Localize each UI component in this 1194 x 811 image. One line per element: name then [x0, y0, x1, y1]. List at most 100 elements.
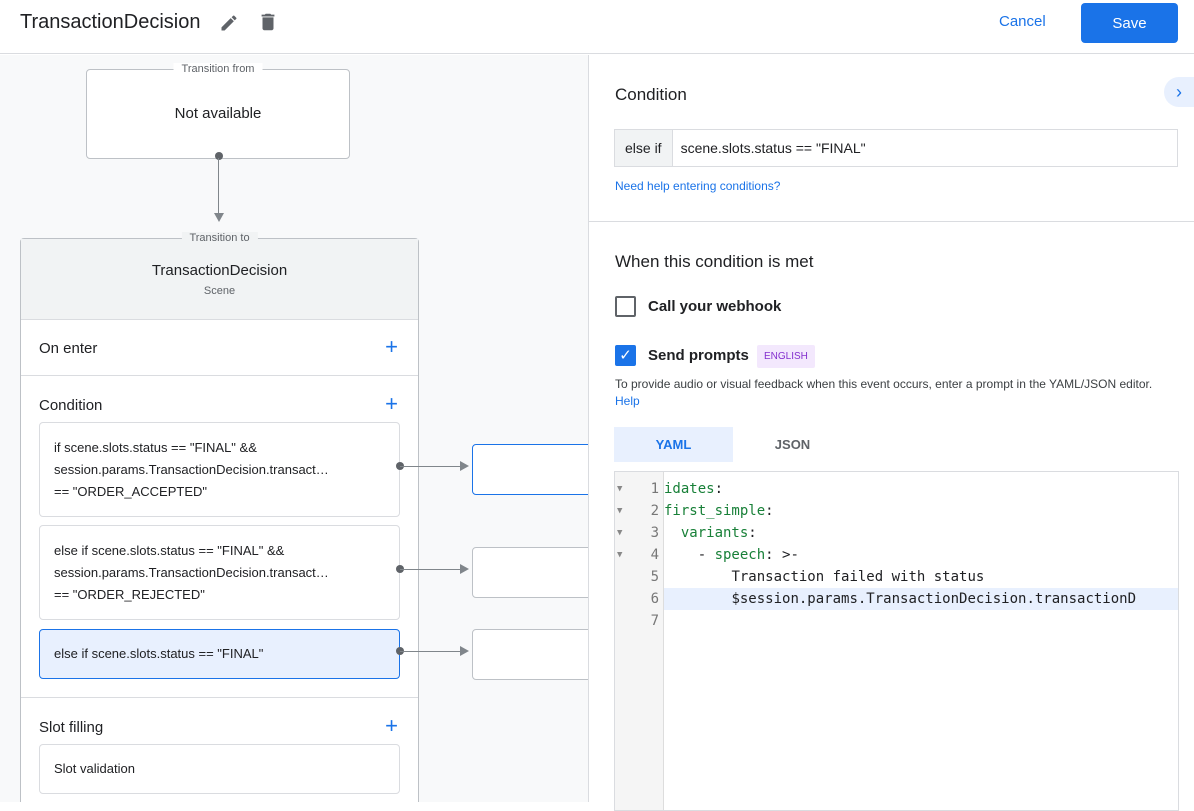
transition-from-value: Not available [174, 105, 262, 122]
scene-name: TransactionDecision [151, 262, 288, 279]
edit-icon[interactable] [219, 13, 239, 33]
line-number: 4 [650, 547, 659, 563]
condition-text: if scene.slots.status == "FINAL" && [54, 439, 257, 455]
fold-arrow-icon[interactable]: ▼ [617, 528, 623, 538]
condition-text: else if scene.slots.status == "FINAL" [54, 646, 264, 661]
arrow-head [460, 461, 469, 471]
on-enter-label: On enter [39, 340, 98, 357]
line-number: 6 [650, 591, 659, 607]
prompts-checkbox[interactable]: ✓ [615, 345, 636, 366]
code-line: ▼ 4 - speech: >- [615, 544, 1178, 566]
help-link[interactable]: Need help entering conditions? [615, 179, 781, 193]
condition-title: Condition [615, 85, 687, 104]
tab-yaml[interactable]: YAML [614, 427, 733, 462]
scene-type: Scene [203, 285, 236, 297]
connector-line [400, 466, 462, 467]
transition-from-card: Transition from Not available [86, 63, 350, 159]
flow-canvas: Transition from Not available Transition… [0, 55, 588, 802]
panel-divider [588, 55, 589, 802]
tab-json[interactable]: JSON [774, 437, 811, 452]
cancel-button[interactable]: Cancel [999, 13, 1046, 30]
prompt-help-link[interactable]: Help [615, 394, 640, 408]
code-key: variants [680, 525, 749, 541]
met-title: When this condition is met [615, 252, 814, 271]
condition-text: session.params.TransactionDecision.trans… [54, 564, 329, 580]
scene-header: Transition to TransactionDecision Scene [21, 232, 418, 320]
condition-item-selected[interactable]: else if scene.slots.status == "FINAL" [39, 629, 400, 679]
prompt-description: To provide audio or visual feedback when… [615, 376, 1175, 410]
connector-line [400, 569, 462, 570]
code-line: ▼ 3 variants: [615, 522, 1178, 544]
condition-panel: › Condition else if scene.slots.status =… [589, 55, 1194, 811]
condition-text: == "ORDER_ACCEPTED" [54, 483, 207, 499]
divider [21, 697, 418, 698]
webhook-checkbox[interactable] [615, 296, 636, 317]
code-line: 6 $session.params.TransactionDecision.tr… [615, 588, 1178, 610]
code-line: 5 Transaction failed with status [615, 566, 1178, 588]
line-number: 5 [650, 569, 659, 585]
language-badge: ENGLISH [757, 345, 815, 368]
arrow-head [214, 213, 224, 222]
connector-line [400, 651, 462, 652]
arrow-head [460, 646, 469, 656]
code-line: 7 [615, 610, 1178, 632]
condition-text: session.params.TransactionDecision.trans… [54, 461, 329, 477]
code-indent: - [664, 547, 715, 563]
code-indent [664, 525, 681, 541]
scene-card: Transition to TransactionDecision Scene … [20, 232, 419, 802]
add-condition-icon[interactable]: + [385, 391, 398, 416]
delete-icon[interactable] [257, 11, 279, 33]
transition-from-legend: Transition from [173, 63, 263, 75]
scene-title: TransactionDecision [20, 11, 201, 33]
save-button[interactable]: Save [1081, 3, 1178, 43]
condition-prefix: else if [615, 130, 673, 166]
fold-arrow-icon[interactable]: ▼ [617, 506, 623, 516]
condition-label: Condition [39, 397, 103, 414]
fold-arrow-icon[interactable]: ▼ [617, 550, 623, 560]
header: TransactionDecision Cancel Save [0, 0, 1194, 54]
slot-filling-label: Slot filling [39, 719, 104, 736]
line-number: 7 [650, 613, 659, 629]
slot-validation-item[interactable]: Slot validation [39, 744, 400, 794]
prompt-desc-text: To provide audio or visual feedback when… [615, 377, 1153, 391]
code-line: ▼ 2 first_simple: [615, 500, 1178, 522]
editor-gutter [615, 472, 664, 810]
collapse-panel-icon[interactable]: › [1164, 77, 1194, 107]
connector-dot [215, 152, 223, 160]
code-key: idates [664, 481, 715, 497]
code-key: first_simple [664, 503, 766, 519]
add-on-enter-icon[interactable]: + [385, 334, 398, 359]
transition-target[interactable] [472, 629, 588, 680]
code-punct: : >- [765, 547, 799, 563]
line-number: 1 [650, 481, 659, 497]
prompts-label: Send prompts [648, 347, 749, 364]
condition-item[interactable]: if scene.slots.status == "FINAL" && sessi… [39, 422, 400, 517]
code-text: Transaction failed with status [731, 569, 985, 585]
transition-target[interactable] [472, 444, 588, 495]
code-text: $session.params.TransactionDecision.tran… [731, 591, 1137, 607]
code-indent [664, 569, 731, 585]
connector-line [218, 158, 219, 214]
webhook-label: Call your webhook [648, 298, 782, 315]
transition-to-legend: Transition to [181, 232, 258, 244]
line-number: 2 [650, 503, 659, 519]
condition-item[interactable]: else if scene.slots.status == "FINAL" &&… [39, 525, 400, 620]
fold-arrow-icon[interactable]: ▼ [617, 484, 623, 494]
code-key: speech [714, 547, 766, 563]
line-number: 3 [650, 525, 659, 541]
slot-validation-text: Slot validation [54, 761, 135, 776]
condition-value[interactable]: scene.slots.status == "FINAL" [680, 140, 866, 156]
code-punct: : [748, 525, 757, 541]
add-slot-icon[interactable]: + [385, 713, 398, 738]
divider [21, 375, 418, 376]
divider [589, 221, 1194, 222]
condition-text: == "ORDER_REJECTED" [54, 586, 205, 602]
transition-target[interactable] [472, 547, 588, 598]
arrow-head [460, 564, 469, 574]
condition-input[interactable]: else if scene.slots.status == "FINAL" [614, 129, 1178, 167]
code-punct: : [765, 503, 774, 519]
condition-text: else if scene.slots.status == "FINAL" && [54, 542, 285, 558]
code-indent [664, 591, 731, 607]
